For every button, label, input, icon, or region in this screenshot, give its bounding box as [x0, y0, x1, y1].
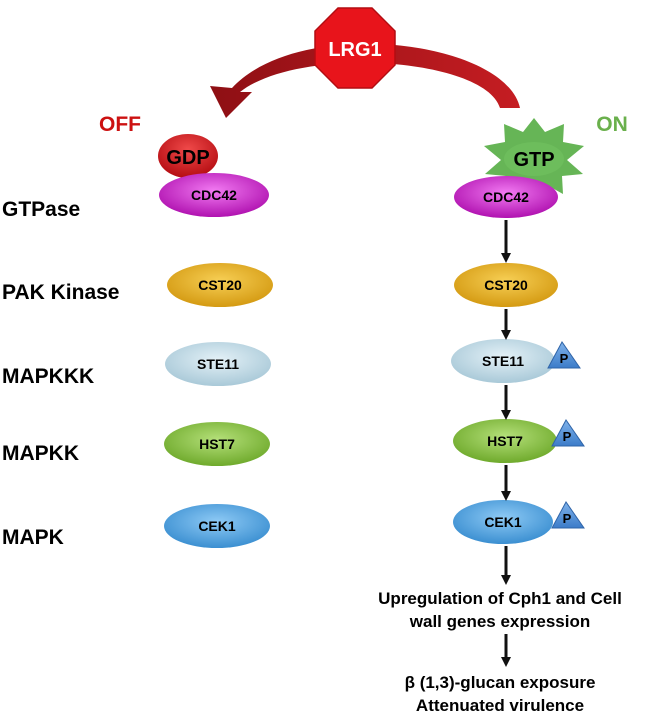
row-label-gtpase: GTPase: [2, 198, 80, 221]
row-label-mapkkk: MAPKKK: [2, 365, 94, 388]
on-cek1-ellipse: [453, 500, 553, 544]
phospho-label: P: [563, 429, 572, 444]
off-hst7-label: HST7: [199, 436, 235, 452]
outcome-line-2: wall genes expression: [409, 612, 590, 631]
phospho-label: P: [563, 511, 572, 526]
phospho-triangle-icon: [551, 501, 585, 529]
phospho-cek1: P: [551, 501, 585, 529]
lrg1-inhibition-arrow: [210, 43, 520, 118]
on-cst20-label: CST20: [484, 277, 528, 293]
on-column: CDC42 CST20 STE11 HST7 CEK1: [451, 176, 558, 544]
off-ste11-label: STE11: [197, 356, 239, 372]
gtp-label: GTP: [513, 149, 554, 171]
phospho-ste11: P: [547, 341, 581, 369]
phospho-triangle-icon: [551, 419, 585, 447]
off-cst20-ellipse: [167, 263, 273, 307]
off-cdc42-label: CDC42: [191, 187, 237, 203]
off-state-label: OFF: [99, 113, 141, 136]
outcome-line-4: Attenuated virulence: [416, 696, 584, 715]
on-hst7-label: HST7: [487, 433, 523, 449]
off-cdc42-ellipse: [159, 173, 269, 217]
outcome-line-3: β (1,3)-glucan exposure: [405, 673, 596, 692]
on-ste11-ellipse: [451, 339, 555, 383]
phospho-triangle-icon: [547, 341, 581, 369]
phospho-label: P: [560, 351, 569, 366]
on-cdc42-ellipse: [454, 176, 558, 218]
gdp-label: GDP: [166, 147, 209, 169]
off-hst7-ellipse: [164, 422, 270, 466]
on-state-label: ON: [596, 113, 628, 136]
outcome-line-1: Upregulation of Cph1 and Cell: [378, 589, 622, 608]
gtp-core: [504, 142, 564, 176]
off-ste11-ellipse: [165, 342, 271, 386]
row-label-mapkk: MAPKK: [2, 442, 79, 465]
gdp-node: GDP: [158, 134, 218, 178]
on-hst7-ellipse: [453, 419, 557, 463]
on-cst20-ellipse: [454, 263, 558, 307]
on-cdc42-label: CDC42: [483, 189, 529, 205]
on-ste11-label: STE11: [482, 353, 524, 369]
on-cek1-label: CEK1: [484, 514, 522, 530]
row-label-mapk: MAPK: [2, 526, 64, 549]
off-cek1-label: CEK1: [198, 518, 236, 534]
phospho-hst7: P: [551, 419, 585, 447]
lrg1-node: LRG1: [314, 7, 396, 89]
stop-octagon-icon: [314, 7, 396, 89]
off-cst20-label: CST20: [198, 277, 242, 293]
row-label-pak-kinase: PAK Kinase: [2, 281, 119, 304]
off-cek1-ellipse: [164, 504, 270, 548]
lrg1-label: LRG1: [328, 39, 381, 61]
gdp-blob: [158, 134, 218, 178]
off-column: CDC42 CST20 STE11 HST7 CEK1: [159, 173, 273, 548]
